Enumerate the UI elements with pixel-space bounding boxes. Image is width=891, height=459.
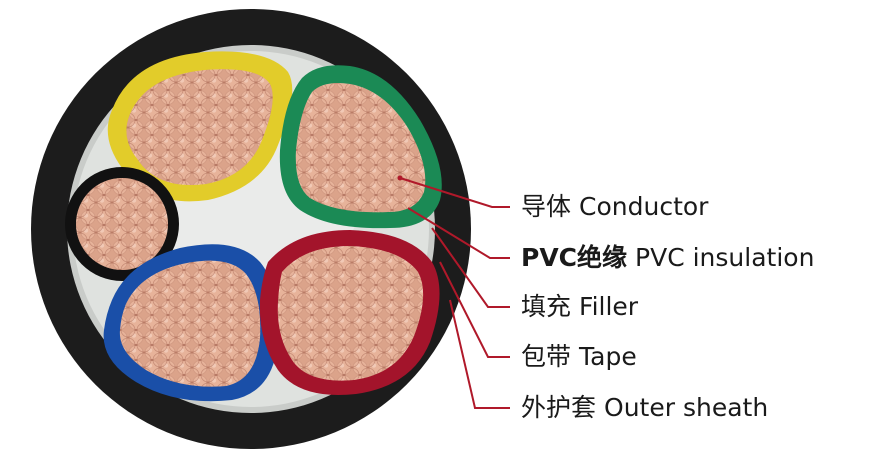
label-pvc-insulation-cn: PVC绝缘 <box>521 243 628 272</box>
core-red <box>259 230 440 395</box>
core-green <box>279 65 442 229</box>
core-yellow <box>107 51 293 202</box>
label-outer-sheath-en: Outer sheath <box>604 393 769 422</box>
label-filler-en: Filler <box>579 292 639 321</box>
core-blue <box>103 244 279 402</box>
core-black <box>65 167 179 281</box>
label-pvc-insulation-en: PVC insulation <box>635 243 815 272</box>
label-filler-cn: 填充 <box>521 292 572 321</box>
leader-line-outer-sheath <box>449 299 510 409</box>
leader-line-conductor <box>399 177 510 208</box>
label-tape-cn: 包带 <box>521 342 572 371</box>
label-conductor-cn: 导体 <box>521 192 572 221</box>
leader-line-filler <box>431 227 510 308</box>
label-outer-sheath-cn: 外护套 <box>521 393 597 422</box>
leader-lines <box>399 177 510 409</box>
label-tape-en: Tape <box>579 342 637 371</box>
label-conductor-en: Conductor <box>579 192 709 221</box>
leader-line-tape <box>439 261 510 358</box>
leader-line-insulation <box>407 207 510 259</box>
